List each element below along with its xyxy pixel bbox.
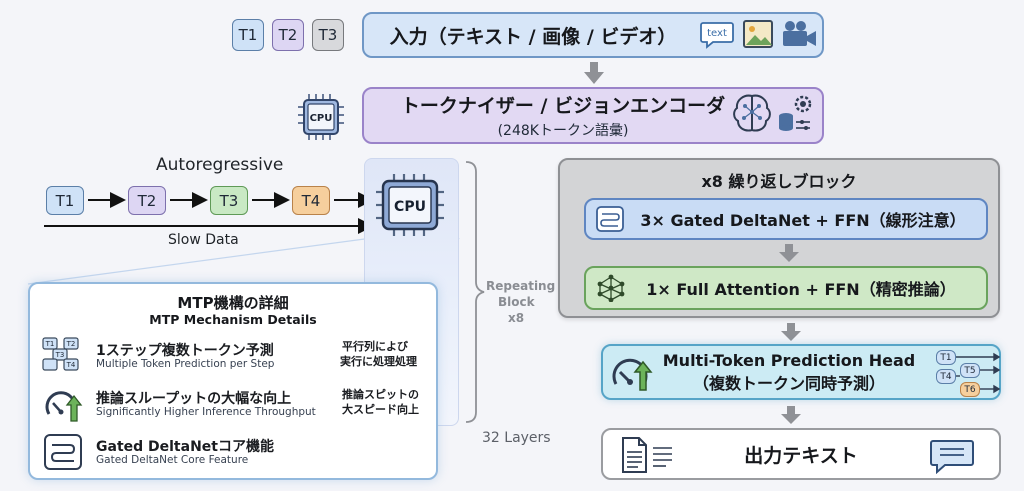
ar-token-t1: T1 — [46, 186, 84, 215]
detail-item1-en: Multiple Token Prediction per Step — [96, 358, 275, 370]
token-grid-icon: T1 T2 T3 T4 — [42, 337, 79, 371]
repeating-line2: Block — [498, 295, 535, 309]
cpu-label-top: CPU — [310, 113, 333, 124]
throughput-gauge-icon — [45, 391, 83, 422]
speedometer-icon — [612, 358, 653, 391]
mtp-head-box: Multi-Token Prediction Head （複数トークン同時予測） — [601, 344, 1001, 400]
output-label: 出力テキスト — [744, 444, 858, 467]
brain-network-icon — [733, 94, 771, 132]
mtp-head-title: Multi-Token Prediction Head — [662, 350, 916, 370]
repeating-line1: Repeating — [486, 279, 556, 293]
detail-item2-en: Significantly Higher Inference Throughpu… — [96, 406, 316, 418]
arrow-down-3 — [781, 323, 801, 341]
repeating-line3: x8 — [508, 311, 525, 325]
document-icon — [622, 437, 672, 473]
repeat-block-title: x8 繰り返しブロック — [701, 172, 857, 191]
gated-deltanet-box: 3× Gated DeltaNet + FFN（線形注意） — [584, 198, 988, 240]
mtp-token-t5: T5 — [960, 363, 980, 378]
details-title: MTP機構の詳細 — [177, 294, 289, 312]
input-token-t2: T2 — [272, 19, 304, 51]
slow-data-label: Slow Data — [168, 232, 239, 248]
detail-item3-jp: Gated DeltaNetコア機能 — [96, 439, 274, 455]
mtp-token-t1: T1 — [936, 350, 956, 365]
deltanet-flow-icon — [44, 434, 82, 470]
detail-item1-jp: 1ステップ複数トークン予測 — [96, 343, 274, 359]
tokenizer-subtitle: (248Kトークン語彙) — [497, 123, 629, 139]
grid-token-2: T2 — [66, 340, 76, 348]
ar-token-t2: T2 — [128, 186, 166, 215]
full-attention-label: 1× Full Attention + FFN（精密推論） — [646, 280, 956, 299]
detail-item2-note1: 推論スピットの — [342, 388, 419, 401]
grid-token-1: T1 — [45, 340, 55, 348]
text-bubble-icon: text — [700, 22, 734, 49]
detail-item2-note2: 大スピード向上 — [342, 403, 419, 416]
image-icon — [743, 20, 773, 48]
text-icon-label: text — [707, 28, 727, 39]
autoregressive-label: Autoregressive — [156, 155, 284, 175]
arrow-down-2 — [779, 244, 799, 262]
grid-token-3: T3 — [55, 351, 65, 359]
video-camera-icon — [783, 21, 816, 46]
linear-flow-icon — [596, 206, 624, 232]
full-attention-box: 1× Full Attention + FFN（精密推論） — [584, 266, 988, 310]
detail-item1-note2: 実行に処理処理 — [340, 355, 417, 368]
network-node-icon — [597, 274, 625, 302]
arrow-down-4 — [781, 406, 801, 424]
cpu-chip-icon-top: CPU — [298, 94, 344, 140]
detail-item3-en: Gated DeltaNet Core Feature — [96, 454, 249, 466]
mtp-token-t4: T4 — [936, 369, 956, 384]
details-subtitle: MTP Mechanism Details — [149, 312, 317, 327]
cpu-chip-icon-main: CPU — [376, 174, 444, 236]
input-token-t1: T1 — [232, 19, 264, 51]
detail-item2-jp: 推論スループットの大幅な向上 — [96, 391, 292, 407]
mtp-token-t6: T6 — [960, 382, 980, 397]
input-token-t3: T3 — [312, 19, 344, 51]
gated-deltanet-label: 3× Gated DeltaNet + FFN（線形注意） — [640, 211, 966, 230]
input-label: 入力（テキスト / 画像 / ビデオ） — [389, 25, 677, 48]
gear-database-icon — [779, 95, 812, 131]
mtp-head-subtitle: （複数トークン同時予測） — [692, 373, 885, 393]
mtp-token-arrows — [956, 352, 1000, 394]
grid-token-4: T4 — [66, 361, 76, 369]
layers-label: 32 Layers — [482, 430, 551, 446]
cpu-label-main: CPU — [394, 199, 426, 215]
arrow-down-1 — [584, 62, 604, 84]
tokenizer-title: トークナイザー / ビジョンエンコーダ — [400, 95, 726, 117]
detail-item1-note1: 平行列によび — [342, 340, 408, 353]
ar-token-t3: T3 — [210, 186, 248, 215]
mtp-details-panel: MTP機構の詳細 MTP Mechanism Details T1 T2 T3 … — [28, 282, 438, 480]
ar-token-t4: T4 — [292, 186, 330, 215]
tokenizer-box: トークナイザー / ビジョンエンコーダ (248Kトークン語彙) — [362, 87, 824, 144]
chat-bubble-icon — [930, 440, 974, 474]
